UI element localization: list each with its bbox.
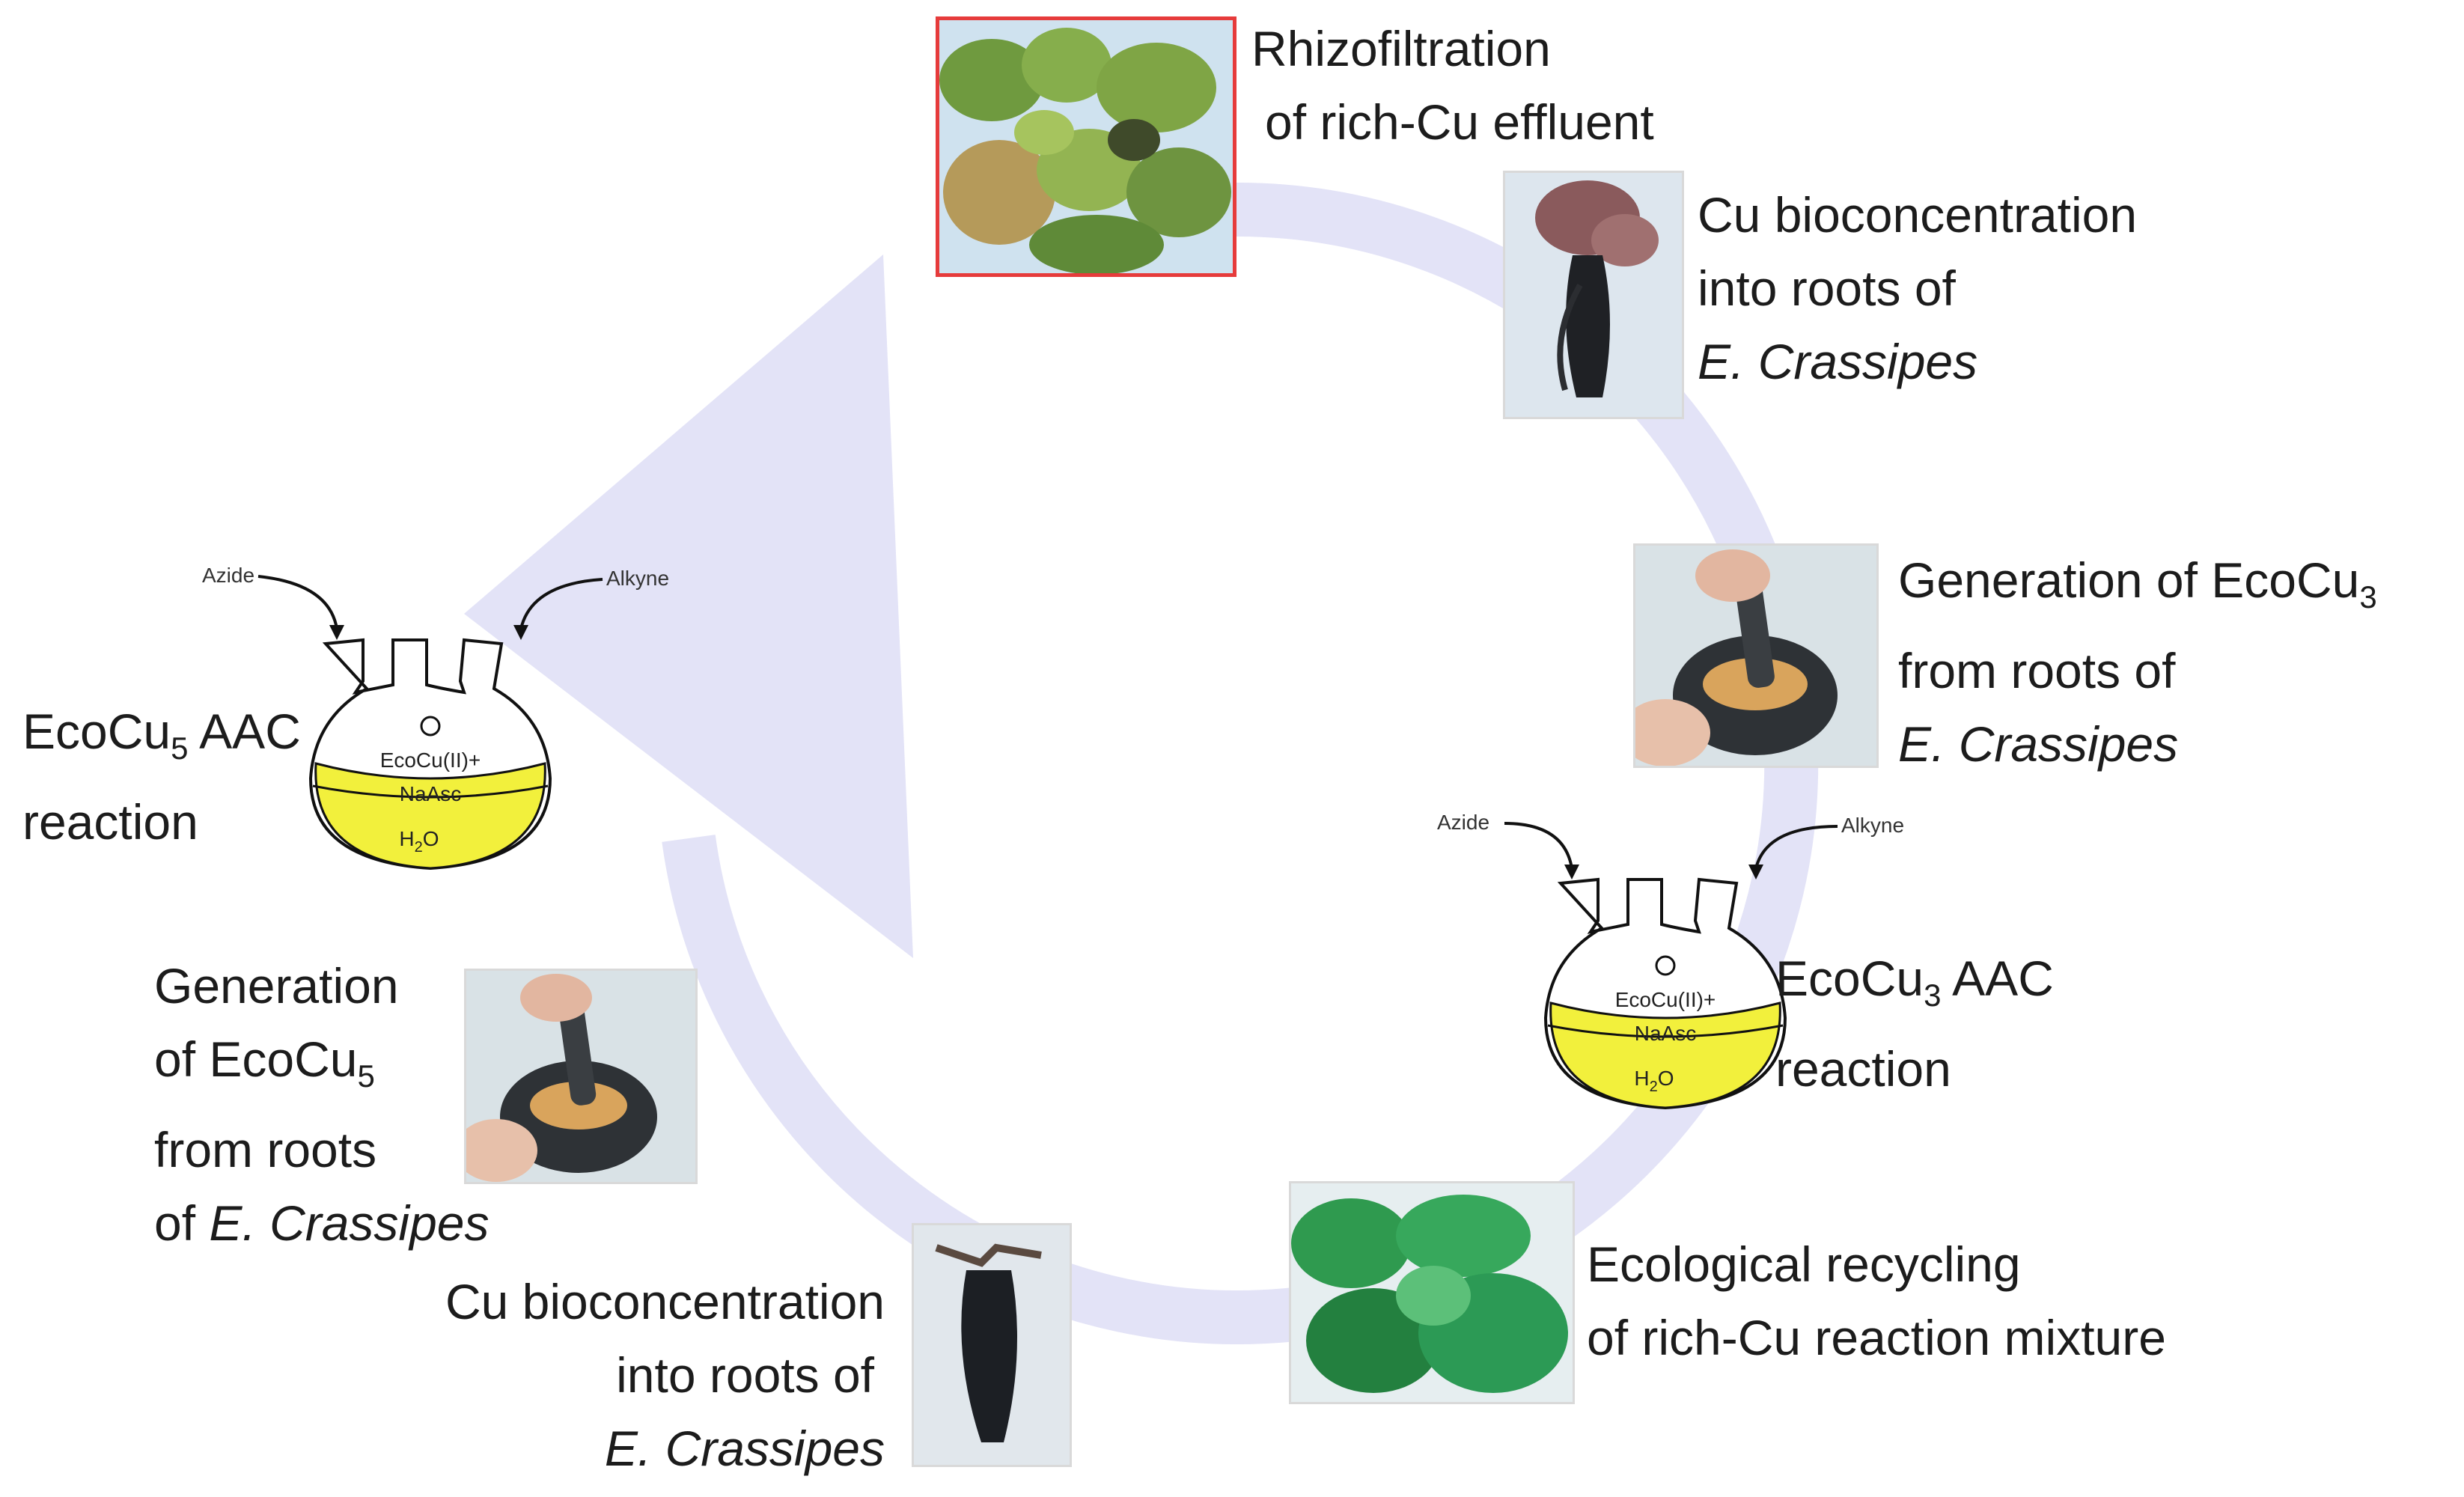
- flask-solvent: H2O: [399, 827, 439, 856]
- flask-content-2: NaAsc: [1635, 1022, 1696, 1045]
- mortar-photo-ecocu3: [1633, 543, 1879, 768]
- gen-ecocu3-line2: from roots of: [1898, 643, 2176, 699]
- flask-content-1: EcoCu(II)+: [1615, 988, 1716, 1011]
- recycling-line1: Ecological recycling: [1587, 1237, 2021, 1292]
- flask-ecocu5: Azide Alkyne EcoCu(II)+ NaAsc H2O: [180, 554, 719, 883]
- aac-ecocu5-line2: reaction: [22, 794, 198, 850]
- label-aac-ecocu5: EcoCu5 AAC reaction: [22, 695, 301, 859]
- bioconc-left-line2: into roots of: [616, 1347, 874, 1403]
- aac-ecocu3-line2: reaction: [1775, 1041, 1951, 1097]
- gen-ecocu3-line3: E. Crassipes: [1898, 716, 2179, 772]
- recycling-line2: of rich-Cu reaction mixture: [1587, 1310, 2166, 1365]
- label-rhizofiltration: Rhizofiltration of rich-Cu effluent: [1251, 12, 1654, 159]
- label-generation-ecocu3: Generation of EcoCu3 from roots of E. Cr…: [1898, 543, 2377, 781]
- gen-ecocu5-line4: of E. Crassipes: [154, 1195, 490, 1251]
- label-bioconcentration-right: Cu bioconcentration into roots of E. Cra…: [1698, 178, 2137, 398]
- gen-ecocu3-line1: Generation of EcoCu3: [1898, 552, 2377, 615]
- bioconc-right-line2: into roots of: [1698, 260, 1956, 316]
- gen-ecocu5-line3: from roots: [154, 1122, 377, 1178]
- label-recycling: Ecological recycling of rich-Cu reaction…: [1587, 1228, 2166, 1374]
- label-generation-ecocu5: Generation of EcoCu5 from roots of E. Cr…: [154, 949, 490, 1260]
- alkyne-label: Alkyne: [1841, 814, 1904, 837]
- alkyne-label: Alkyne: [606, 567, 669, 590]
- bioconc-right-line3: E. Crassipes: [1698, 334, 1978, 389]
- bioconc-left-line3: E. Crassipes: [604, 1421, 885, 1476]
- bioconcentration-photo-right: [1503, 171, 1684, 419]
- mortar-photo-ecocu5: [464, 969, 698, 1184]
- flask-content-2: NaAsc: [400, 782, 461, 805]
- flask-content-1: EcoCu(II)+: [380, 748, 481, 772]
- rhizofiltration-line2: of rich-Cu effluent: [1265, 94, 1654, 150]
- bioconcentration-photo-left: [912, 1223, 1072, 1467]
- rhizofiltration-photo: [936, 16, 1236, 277]
- aac-ecocu3-line1: EcoCu3 AAC: [1775, 951, 2054, 1013]
- gen-ecocu5-line2: of EcoCu5: [154, 1031, 375, 1094]
- flask-ecocu3: Azide Alkyne EcoCu(II)+ NaAsc H2O: [1422, 793, 1961, 1123]
- azide-label: Azide: [1437, 811, 1489, 834]
- recycling-photo: [1289, 1181, 1575, 1404]
- flask-solvent: H2O: [1634, 1067, 1674, 1095]
- aac-ecocu5-line1: EcoCu5 AAC: [22, 704, 301, 766]
- label-aac-ecocu3: EcoCu3 AAC reaction: [1775, 942, 2054, 1106]
- cycle-arrow-head: [464, 254, 913, 958]
- azide-label: Azide: [202, 564, 254, 587]
- label-bioconcentration-left: Cu bioconcentration into roots of E. Cra…: [352, 1265, 885, 1485]
- rhizofiltration-line1: Rhizofiltration: [1251, 21, 1551, 76]
- bioconc-right-line1: Cu bioconcentration: [1698, 187, 2138, 243]
- bioconc-left-line1: Cu bioconcentration: [445, 1274, 885, 1329]
- gen-ecocu5-line1: Generation: [154, 958, 399, 1013]
